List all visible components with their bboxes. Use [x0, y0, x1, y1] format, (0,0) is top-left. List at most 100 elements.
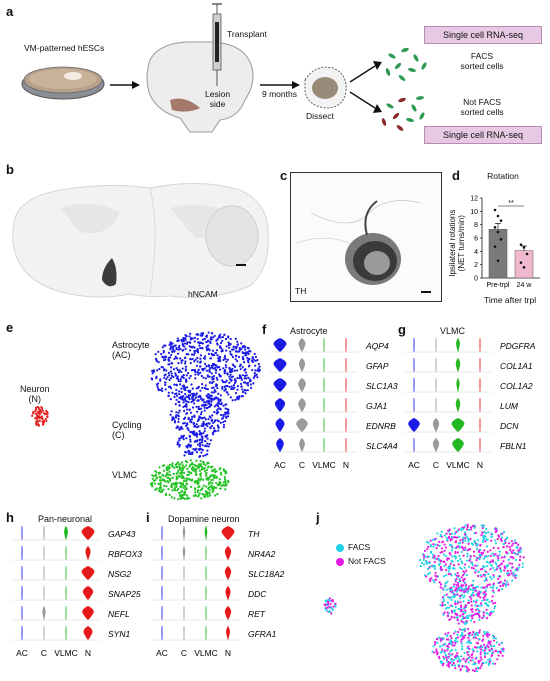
gene-label: RBFOX3 [108, 549, 142, 559]
category-label: AC [274, 460, 286, 470]
category-label: VLMC [54, 648, 78, 658]
not-facs-legend-dot [336, 558, 344, 566]
hncam-label: hNCAM [188, 289, 218, 299]
dish-label: VM-patterned hESCs [24, 43, 105, 53]
gene-label: COL1A1 [500, 361, 533, 371]
gene-label: LUM [500, 401, 519, 411]
data-point [496, 214, 500, 218]
panel-j-label: j [316, 510, 320, 525]
gene-label: GFRA1 [248, 629, 277, 639]
gene-label: GJA1 [366, 401, 388, 411]
data-point [522, 246, 526, 249]
gene-label: COL1A2 [500, 381, 533, 391]
panel-c-label: c [280, 168, 288, 183]
category-label: N [225, 648, 231, 658]
category-label: VLMC [446, 460, 470, 470]
rotation-xlabel: Time after trpl [484, 295, 537, 305]
y-tick-label: 4 [474, 249, 478, 256]
astrocyte-label: Astrocyte (AC) [112, 340, 150, 361]
category-label: N [85, 648, 91, 658]
gene-label: DDC [248, 589, 267, 599]
gene-label: EDNRB [366, 421, 396, 431]
facs-legend-dot [336, 544, 344, 552]
gene-label: SLC18A2 [248, 569, 285, 579]
facs-legend-label: FACS [348, 542, 371, 552]
panel-e-label: e [6, 320, 14, 335]
neuron-cluster [31, 405, 49, 427]
y-tick-label: 12 [470, 196, 478, 203]
astrocyte-cluster-lower [169, 392, 230, 438]
dopamine-title: Dopamine neuron [168, 514, 240, 524]
facs-cluster-lower [431, 627, 505, 673]
bar-24 w [514, 250, 534, 279]
y-tick-label: 6 [474, 236, 478, 243]
pan-neuronal-title: Pan-neuronal [38, 514, 93, 524]
gene-label: RET [248, 609, 266, 619]
y-tick-label: 10 [470, 209, 478, 216]
panel-b-label: b [6, 162, 14, 177]
panel-a-schematic [21, 3, 427, 133]
panel-f-label: f [262, 322, 267, 337]
not-facs-sorted-label: Not FACS sorted cells [460, 97, 504, 117]
astrocyte-cluster [150, 331, 261, 409]
rnaseq-box-bottom: Single cell RNA-seq [424, 126, 542, 144]
y-tick-label: 8 [474, 222, 478, 229]
duration-label: 9 months [262, 89, 297, 99]
data-point [496, 230, 500, 234]
rnaseq-box-top: Single cell RNA-seq [424, 26, 542, 44]
rotation-ylabel: Ipsilateral rotations (NET turns/min) [447, 209, 466, 277]
vlmc-label: VLMC [112, 470, 138, 480]
category-label: C [41, 648, 47, 658]
panel-d-label: d [452, 168, 460, 183]
bar-Pre-trpl [488, 229, 508, 279]
gene-label: SLC4A4 [366, 441, 398, 451]
neuron-label: Neuron (N) [20, 384, 50, 405]
x-tick-label: 24 w [517, 282, 533, 289]
gene-label: GAP43 [108, 529, 136, 539]
th-stain-image: TH [290, 172, 442, 302]
category-label: N [477, 460, 483, 470]
vlmc-title: VLMC [440, 326, 466, 336]
cycling-label: Cycling (C) [112, 420, 142, 441]
data-point [519, 243, 523, 246]
category-label: AC [156, 648, 168, 658]
x-tick-label: Pre-trpl [487, 282, 510, 289]
vlmc-cluster [149, 459, 230, 501]
gene-label: FBLN1 [500, 441, 527, 451]
dissect-label: Dissect [306, 111, 334, 121]
significance-label: ** [508, 200, 514, 207]
facs-cluster-middle [439, 584, 497, 626]
gene-label: AQP4 [365, 341, 389, 351]
gene-label: GFAP [366, 361, 389, 371]
category-label: C [433, 460, 439, 470]
cycling-cluster [176, 430, 212, 458]
rotation-title: Rotation [487, 171, 519, 181]
data-point [525, 252, 529, 256]
category-label: C [181, 648, 187, 658]
data-point [499, 238, 503, 241]
gene-label: SLC1A3 [366, 381, 398, 391]
astrocyte-title: Astrocyte [290, 326, 328, 336]
y-tick-label: 0 [474, 276, 478, 283]
category-label: AC [408, 460, 420, 470]
data-point [522, 266, 526, 269]
facs-cluster-neuron [323, 597, 337, 615]
data-point [519, 261, 523, 264]
data-point [493, 208, 497, 212]
umap-clusters [31, 331, 261, 501]
panel-h-label: h [6, 510, 14, 525]
data-point [496, 259, 500, 262]
th-label: TH [295, 286, 307, 296]
not-facs-legend-label: Not FACS [348, 556, 386, 566]
panel-a-label: a [6, 4, 14, 19]
category-label: C [299, 460, 305, 470]
data-point [493, 226, 497, 229]
data-point [493, 245, 497, 248]
gene-label: NR4A2 [248, 549, 276, 559]
facs-sorted-label: FACS sorted cells [460, 51, 504, 71]
umap-facs [323, 523, 525, 673]
